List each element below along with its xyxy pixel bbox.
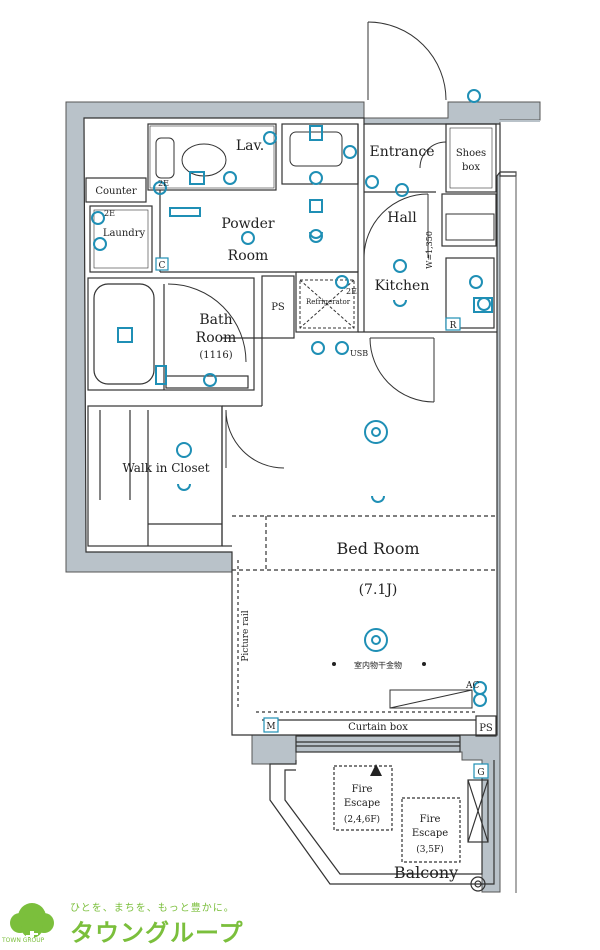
ps-outer-label: PS [479, 723, 493, 734]
kitchen-width-label: W=1,350 [425, 231, 434, 269]
2e-marker-kitchen: 2E [346, 287, 357, 296]
r-marker: R [450, 321, 457, 331]
g-marker: G [477, 768, 484, 778]
brand-logo: ひとを、まちを、もっと豊かに。 タウングループ TOWN GROUP [0, 893, 330, 950]
drying-hook-left [332, 662, 336, 666]
indoor-drying-label: 室内物干金物 [354, 660, 402, 670]
curtain-box-label: Curtain box [348, 722, 408, 733]
electrical-symbols [91, 89, 493, 707]
floor-plan: C R G M AC 2E 2E 2E USB Lav. Entrance Sh… [65, 21, 541, 893]
shoes-box-label-1: Shoes [456, 148, 486, 159]
doors [167, 21, 447, 469]
m-marker: M [266, 722, 275, 732]
fire-escape-1-floors: (2,4,6F) [344, 814, 380, 825]
hall-label: Hall [387, 210, 417, 226]
right-wall [497, 120, 540, 122]
ac-marker: AC [465, 681, 479, 691]
marker-boxes [155, 257, 489, 779]
brand-tagline: ひとを、まちを、もっと豊かに。 [70, 903, 235, 914]
fire-escape-arrow [370, 764, 382, 776]
east-exterior [516, 176, 540, 893]
bed-room-label: Bed Room [336, 539, 419, 558]
fire-escape-2-line2: Escape [412, 828, 448, 839]
fire-escape-1-line2: Escape [344, 798, 380, 809]
2e-marker-laundry: 2E [104, 209, 115, 218]
usb-marker: USB [350, 349, 368, 358]
partitions [85, 123, 497, 892]
balcony-label: Balcony [394, 863, 458, 882]
laundry-label: Laundry [103, 228, 146, 239]
refrigerator-label: Refrigerator [306, 298, 351, 306]
fire-escape-2-line1: Fire [420, 814, 441, 825]
bath-room-label-2: Room [196, 330, 237, 346]
tree-logo-icon [10, 903, 54, 943]
ps-inner-label: PS [271, 302, 285, 313]
shoes-box-label-2: box [462, 162, 480, 173]
bath-room-label-1: Bath [199, 312, 232, 328]
lav-label: Lav. [236, 138, 264, 154]
interior-floor [83, 117, 517, 736]
entrance-label: Entrance [369, 144, 434, 160]
c-marker: C [159, 261, 166, 271]
brand-sub: TOWN GROUP [2, 937, 45, 944]
brand-name: タウングループ [70, 919, 244, 947]
powder-room-label-1: Powder [221, 216, 275, 232]
drying-hook-right [422, 662, 426, 666]
fire-escape-1-line1: Fire [352, 784, 373, 795]
kitchen-label: Kitchen [375, 278, 430, 294]
2e-marker-hall: 2E [158, 179, 169, 188]
fire-escape-2-floors: (3,5F) [416, 844, 444, 855]
picture-rail-label: Picture rail [241, 610, 251, 661]
powder-room-label-2: Room [228, 248, 269, 264]
walk-in-closet-label: Walk in Closet [122, 461, 209, 475]
bed-room-size-label: (7.1J) [359, 582, 398, 598]
counter-label: Counter [95, 186, 136, 197]
bath-size-label: (1116) [199, 350, 232, 361]
